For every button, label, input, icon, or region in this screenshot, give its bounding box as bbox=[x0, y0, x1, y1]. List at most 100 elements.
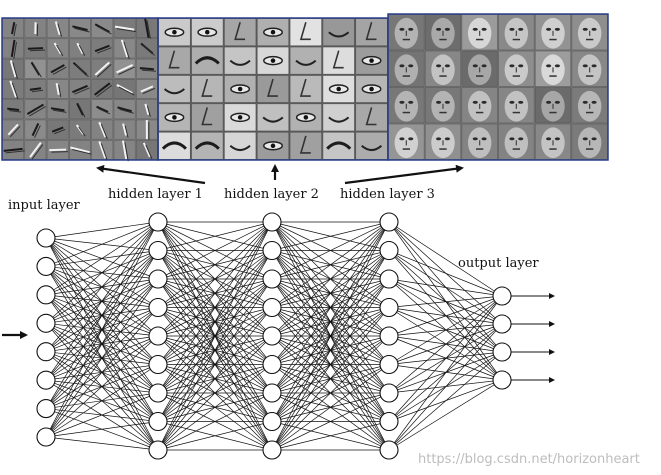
connection-line bbox=[271, 421, 390, 451]
input-neuron bbox=[36, 256, 56, 276]
connection-line bbox=[388, 221, 503, 297]
feature-tile bbox=[113, 38, 136, 60]
feature-tile bbox=[388, 123, 425, 160]
feature-tile bbox=[388, 14, 425, 51]
feature-tile bbox=[69, 139, 92, 160]
feature-tile bbox=[571, 87, 608, 124]
connection-line bbox=[157, 221, 273, 280]
feature-tile bbox=[534, 50, 572, 87]
feature-tile bbox=[534, 87, 572, 124]
input-neuron bbox=[36, 399, 56, 419]
hidden-1-neuron bbox=[148, 411, 168, 432]
hidden-2-neuron bbox=[262, 297, 282, 318]
feature-tile bbox=[135, 58, 158, 79]
feature-tile bbox=[190, 74, 224, 104]
hidden-3-neuron bbox=[379, 269, 399, 289]
feature-tile bbox=[289, 18, 323, 47]
connection-line bbox=[271, 392, 390, 451]
connection-line bbox=[157, 221, 273, 365]
connection-line bbox=[388, 295, 503, 337]
connection-line bbox=[271, 364, 390, 451]
feature-tile bbox=[113, 79, 136, 99]
feature-tile bbox=[223, 131, 257, 160]
feature-tile bbox=[2, 79, 25, 100]
connection-line bbox=[388, 323, 503, 451]
connections bbox=[45, 221, 555, 451]
feature-tile bbox=[24, 139, 47, 160]
hidden-2-neuron bbox=[262, 440, 282, 460]
output-neuron bbox=[492, 314, 512, 334]
connection-line bbox=[388, 295, 503, 394]
connection-line bbox=[157, 335, 273, 451]
feature-tile bbox=[355, 103, 388, 132]
hidden-1-neuron bbox=[148, 326, 168, 346]
hidden-3-neuron bbox=[379, 240, 399, 261]
feature-tile bbox=[256, 131, 290, 160]
feature-tile bbox=[46, 58, 69, 79]
feature-tile bbox=[2, 139, 25, 160]
feature-tile bbox=[91, 99, 114, 120]
connection-line bbox=[45, 278, 159, 438]
feature-tile bbox=[355, 131, 388, 160]
feature-tile bbox=[2, 18, 25, 39]
feature-tile bbox=[223, 74, 257, 104]
feature-tile bbox=[461, 87, 498, 124]
feature-tile bbox=[498, 87, 535, 124]
connection-line bbox=[45, 221, 159, 239]
feature-tile bbox=[69, 18, 91, 39]
feature-tile bbox=[91, 18, 114, 39]
hidden-1-neuron bbox=[148, 269, 168, 289]
feature-tile bbox=[190, 131, 224, 160]
connection-line bbox=[45, 221, 159, 409]
output-neuron bbox=[492, 342, 512, 362]
feature-tile bbox=[190, 103, 224, 132]
connection-line bbox=[45, 221, 159, 352]
feature-tile bbox=[461, 14, 498, 51]
connection-line bbox=[45, 307, 159, 438]
feature-tile bbox=[2, 58, 25, 80]
feature-tile bbox=[289, 103, 323, 132]
hidden-3-neuron bbox=[379, 440, 399, 460]
feature-tile bbox=[256, 46, 290, 75]
feature-tile bbox=[135, 99, 158, 120]
connection-line bbox=[271, 221, 390, 451]
feature-tile bbox=[424, 87, 462, 124]
feature-tile bbox=[498, 14, 535, 51]
feature-tile bbox=[24, 99, 47, 120]
feature-tile bbox=[461, 50, 498, 87]
feature-tile bbox=[223, 103, 257, 132]
hidden-2-neuron bbox=[262, 383, 282, 403]
connection-line bbox=[157, 392, 273, 451]
connection-line bbox=[45, 364, 159, 438]
feature-tile bbox=[498, 123, 535, 160]
feature-panels bbox=[1, 13, 609, 162]
hidden-1-neuron bbox=[148, 240, 168, 261]
connection-line bbox=[157, 221, 273, 308]
faces-panel bbox=[387, 13, 609, 161]
feature-tile bbox=[24, 119, 47, 140]
connection-line bbox=[271, 278, 390, 451]
feature-tile bbox=[190, 46, 224, 75]
hidden-3-neuron bbox=[379, 297, 399, 318]
feature-tile bbox=[2, 38, 25, 59]
input-neuron bbox=[36, 370, 56, 390]
feature-tile bbox=[46, 18, 69, 39]
feature-tile bbox=[355, 46, 388, 75]
connection-line bbox=[271, 335, 390, 451]
hidden-2-neuron bbox=[262, 212, 282, 232]
feature-tile bbox=[135, 139, 158, 160]
feature-tile bbox=[322, 131, 356, 160]
connection-line bbox=[45, 221, 159, 296]
connection-line bbox=[388, 250, 503, 297]
feature-tile bbox=[322, 18, 356, 47]
feature-tile bbox=[424, 50, 462, 87]
watermark: https://blog.csdn.net/horizonheart bbox=[418, 452, 640, 467]
connection-line bbox=[45, 392, 159, 438]
connection-line bbox=[157, 221, 273, 337]
feature-tile bbox=[46, 139, 69, 160]
feature-tile bbox=[69, 119, 91, 140]
input-layer-label: input layer bbox=[8, 198, 81, 213]
feature-tile bbox=[24, 79, 47, 99]
hidden-1-neuron bbox=[148, 383, 168, 403]
